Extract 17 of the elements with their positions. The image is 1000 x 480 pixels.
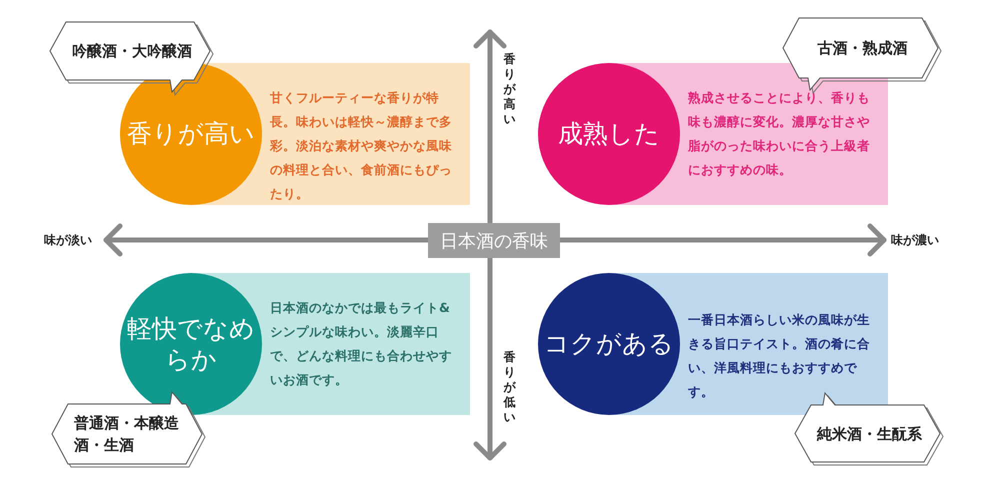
description-text: 日本酒のなかでは最もライト&シンプルな味わい。淡麗辛口で、どんな料理にも合わせやすいお酒です。 <box>270 299 453 389</box>
axis-label: 味が濃い <box>891 232 939 249</box>
callout-text: 純米酒・生酛系 <box>817 424 922 444</box>
description-text: 熟成させることにより、香りも味も濃醇に変化。濃厚な甘さや脂がのった味わいに合う上級者におすすめの味。 <box>688 89 871 179</box>
speech-bubble <box>795 393 944 466</box>
axis-label: 香りが低い <box>503 350 516 425</box>
callout-text: 吟醸酒・大吟醸酒 <box>72 41 192 62</box>
description-text: 一番日本酒らしい米の風味が生きる旨口テイスト。酒の肴に合い、洋風料理にもおすすめです。 <box>688 311 871 401</box>
speech-bubble <box>52 392 206 468</box>
description-text: 甘くフルーティーな香りが特長。味わいは軽快～濃醇まで多彩。淡泊な素材や爽やかな風味の料理と合い、食前酒にもぴったり。 <box>270 89 453 203</box>
title-box: 日本酒の香味 <box>428 223 560 258</box>
circle-badge: コクがある <box>538 273 680 415</box>
axis-label: 味が淡い <box>44 232 92 249</box>
axis-label: 香りが高い <box>503 52 516 127</box>
callout-text: 普通酒・本醸造酒・生酒 <box>74 413 180 456</box>
callout-text: 古酒・熟成酒 <box>816 38 908 59</box>
circle-badge: 成熟した <box>538 63 680 205</box>
